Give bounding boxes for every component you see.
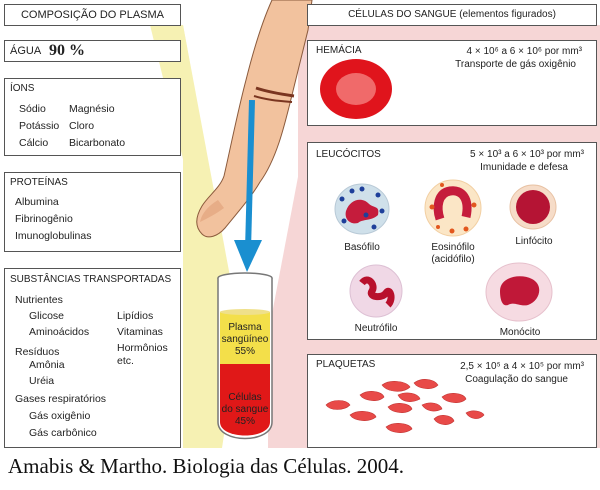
blood-cells-header: CÉLULAS DO SANGUE (elementos figurados) — [307, 4, 597, 26]
ion-item: Potássio — [19, 120, 60, 132]
plaquetas-panel: PLAQUETAS 2,5 × 10⁵ a 4 × 10⁵ por mm³ Co… — [307, 354, 597, 448]
agua-label: ÁGUA — [10, 45, 42, 57]
leucocitos-panel: LEUCÓCITOS 5 × 10³ a 6 × 10³ por mm³ Imu… — [307, 142, 597, 340]
plasma-label-line: sangüíneo — [221, 334, 269, 345]
hemacia-title: HEMÁCIA — [316, 45, 362, 56]
leucocitos-desc: Imunidade e defesa — [480, 162, 568, 173]
ion-item: Bicarbonato — [69, 137, 126, 149]
transported-item: Vitaminas — [117, 326, 163, 338]
neutrofilo-icon — [349, 264, 403, 318]
test-tube — [217, 272, 273, 440]
monocito-icon — [485, 262, 553, 322]
red-blood-cell-icon — [320, 59, 392, 119]
linfocito-icon — [509, 184, 557, 230]
hemacia-panel: HEMÁCIA 4 × 10⁶ a 6 × 10⁶ por mm³ Transp… — [307, 40, 597, 126]
protein-item: Imunoglobulinas — [15, 230, 92, 242]
agua-panel: ÁGUA 90 % — [4, 40, 181, 62]
gases-label: Gases respiratórios — [15, 393, 107, 405]
arrow-icon — [234, 100, 262, 272]
plaquetas-desc: Coagulação do sangue — [465, 374, 568, 385]
plasma-composition-header: COMPOSIÇÃO DO PLASMA — [4, 4, 181, 26]
gas-item: Gás oxigênio — [29, 410, 91, 422]
eosinofilo-label: Eosinófilo — [431, 242, 475, 253]
basofilo-label: Basófilo — [344, 242, 380, 253]
ion-item: Cálcio — [19, 137, 49, 149]
plasma-percent: 55% — [234, 346, 255, 357]
eosinofilo-sublabel: (acidófilo) — [431, 254, 475, 265]
transported-item: etc. — [117, 355, 134, 367]
proteinas-panel: PROTEÍNAS Albumina Fibrinogênio Imunoglo… — [4, 172, 181, 252]
plasma-label-line: Plasma — [228, 322, 262, 333]
cells-percent: 45% — [234, 416, 255, 427]
proteinas-title: PROTEÍNAS — [10, 177, 68, 188]
hemacia-count: 4 × 10⁶ a 6 × 10⁶ por mm³ — [466, 46, 582, 57]
protein-item: Albumina — [15, 196, 59, 208]
nutrient-item: Glicose — [29, 310, 65, 322]
residuo-item: Uréia — [29, 375, 55, 387]
hemacia-desc: Transporte de gás oxigênio — [455, 59, 576, 70]
nutrientes-label: Nutrientes — [15, 294, 63, 306]
ions-title: ÍONS — [10, 83, 35, 94]
platelets-icon — [325, 379, 485, 433]
cells-highlight-region — [268, 140, 305, 448]
plaquetas-count: 2,5 × 10⁵ a 4 × 10⁵ por mm³ — [460, 361, 584, 372]
substancias-title: SUBSTÂNCIAS TRANSPORTADAS — [10, 274, 172, 285]
basofilo-icon — [334, 183, 390, 235]
nutrient-item: Aminoácidos — [29, 326, 90, 338]
cells-label: Células do sangue 45% — [220, 392, 270, 428]
ion-item: Cloro — [69, 120, 95, 132]
substancias-panel: SUBSTÂNCIAS TRANSPORTADAS Nutrientes Gli… — [4, 268, 181, 448]
neutrofilo-label: Neutrófilo — [354, 323, 398, 334]
ions-panel: ÍONS Sódio Potássio Cálcio Magnésio Clor… — [4, 78, 181, 156]
eosinofilo-icon — [424, 179, 482, 237]
transported-item: Lipídios — [117, 310, 154, 322]
transported-item: Hormônios — [117, 342, 168, 354]
agua-value: 90 % — [49, 42, 85, 59]
source-caption: Amabis & Martho. Biologia das Células. 2… — [8, 454, 405, 478]
leucocitos-title: LEUCÓCITOS — [316, 149, 381, 160]
cells-label-line: do sangue — [221, 404, 269, 415]
protein-item: Fibrinogênio — [15, 213, 73, 225]
linfocito-label: Linfócito — [515, 236, 553, 247]
cells-label-line: Células — [228, 392, 262, 403]
ion-item: Magnésio — [69, 103, 115, 115]
residuo-item: Amônia — [29, 359, 65, 371]
gas-item: Gás carbônico — [29, 427, 97, 439]
plaquetas-title: PLAQUETAS — [316, 359, 376, 370]
residuos-label: Resíduos — [15, 346, 60, 358]
ion-item: Sódio — [19, 103, 46, 115]
plasma-label: Plasma sangüíneo 55% — [220, 322, 270, 358]
leucocitos-count: 5 × 10³ a 6 × 10³ por mm³ — [470, 149, 584, 160]
monocito-label: Monócito — [499, 327, 541, 338]
